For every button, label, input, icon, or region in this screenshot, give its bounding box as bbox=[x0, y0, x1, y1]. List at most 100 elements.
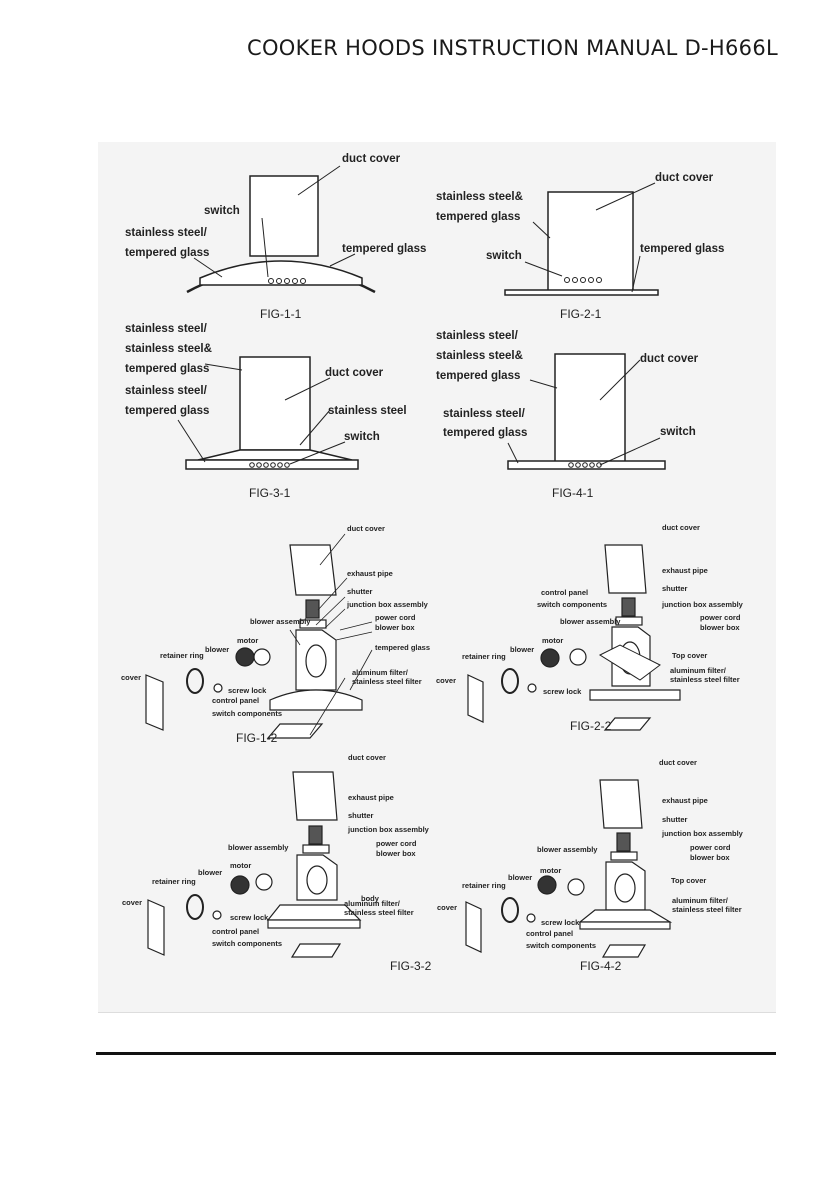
fig-4-1-l4-label: stainless steel/ bbox=[443, 408, 526, 420]
fig-2-2-screw-lock-label: screw lock bbox=[543, 687, 582, 696]
fig-4-2-top-cover-label: Top cover bbox=[671, 876, 706, 885]
fig-3-2-filter1-label: aluminum filter/ bbox=[344, 899, 401, 908]
fig-1-2-caption: FIG-1-2 bbox=[236, 731, 278, 745]
fig-1-2-control-panel-label: control panel bbox=[212, 696, 259, 705]
fig-4-2-duct-cover-label: duct cover bbox=[659, 758, 697, 767]
fig-1-2-exhaust-label: exhaust pipe bbox=[347, 569, 393, 578]
fig-4-2-screw-lock-label: screw lock bbox=[541, 918, 580, 927]
fig-3-2-control-panel-label: control panel bbox=[212, 927, 259, 936]
fig-4-2-blower-box-label: blower box bbox=[690, 853, 730, 862]
fig-3-2-retainer-label: retainer ring bbox=[152, 877, 196, 886]
fig-3-1-switch-label: switch bbox=[344, 431, 380, 443]
fig-2-2-cover-label: cover bbox=[436, 676, 456, 685]
fig-1-2-retainer-label: retainer ring bbox=[160, 651, 204, 660]
fig-3-2-cover-label: cover bbox=[122, 898, 142, 907]
fig-2-1-duct-cover-label: duct cover bbox=[655, 172, 714, 184]
fig-4-2-blower-assembly-label: blower assembly bbox=[537, 845, 598, 854]
fig-4-1-l1-label: stainless steel/ bbox=[436, 330, 519, 342]
fig-2-2-junction-label: junction box assembly bbox=[661, 600, 744, 609]
fig-4-1-l3-label: tempered glass bbox=[436, 370, 520, 382]
fig-4-2-caption: FIG-4-2 bbox=[580, 959, 622, 973]
fig-2-2-blower-box-label: blower box bbox=[700, 623, 740, 632]
fig-4-2-power-cord-label: power cord bbox=[690, 843, 731, 852]
fig-4-1-l5-label: tempered glass bbox=[443, 427, 527, 439]
fig-2-1-switch-label: switch bbox=[486, 250, 522, 262]
fig-3-1-l5-label: tempered glass bbox=[125, 405, 209, 417]
fig-3-2-filter2-label: stainless steel filter bbox=[344, 908, 414, 917]
fig-2-2-blower-label: blower bbox=[510, 645, 534, 654]
fig-2-2-filter1-label: aluminum filter/ bbox=[670, 666, 727, 675]
fig-1-2-duct-cover-label: duct cover bbox=[347, 524, 385, 533]
fig-1-1-caption: FIG-1-1 bbox=[260, 307, 302, 321]
fig-2-2-top-cover-label: Top cover bbox=[672, 651, 707, 660]
fig-4-2-motor-label: motor bbox=[540, 866, 561, 875]
fig-1-2-blower-assembly-label: blower assembly bbox=[250, 617, 311, 626]
fig-3-1-ss-label: stainless steel bbox=[328, 405, 407, 417]
fig-2-1-ss-label: stainless steel& bbox=[436, 191, 523, 203]
fig-1-1-switch-label: switch bbox=[204, 205, 240, 217]
fig-4-2-cover-label: cover bbox=[437, 903, 457, 912]
page-header-title: COOKER HOODS INSTRUCTION MANUAL D-H666L bbox=[247, 36, 778, 60]
fig-4-2-retainer-label: retainer ring bbox=[462, 881, 506, 890]
fig-3-2-blower-label: blower bbox=[198, 868, 222, 877]
fig-1-1-ss-label: stainless steel/ bbox=[125, 227, 208, 239]
fig-3-2-power-cord-label: power cord bbox=[376, 839, 417, 848]
fig-3-2-caption: FIG-3-2 bbox=[390, 959, 432, 973]
fig-3-1-caption: FIG-3-1 bbox=[249, 486, 291, 500]
fig-2-2-blower-assembly-label: blower assembly bbox=[560, 617, 621, 626]
fig-4-2-drawing bbox=[465, 779, 673, 958]
fig-3-2-blower-box-label: blower box bbox=[376, 849, 416, 858]
fig-1-2-switch-components-label: switch components bbox=[212, 709, 282, 718]
fig-1-2-drawing bbox=[145, 533, 373, 739]
fig-2-1-drawing bbox=[504, 182, 659, 296]
fig-1-2-junction-label: junction box assembly bbox=[346, 600, 429, 609]
fig-1-2-filter2-label: stainless steel filter bbox=[352, 677, 422, 686]
fig-1-1-tg-label: tempered glass bbox=[125, 247, 209, 259]
fig-2-1-tg2-label: tempered glass bbox=[640, 243, 724, 255]
fig-3-1-l2-label: stainless steel& bbox=[125, 343, 212, 355]
fig-1-1-tg2-label: tempered glass bbox=[342, 243, 426, 255]
fig-3-1-duct-cover-label: duct cover bbox=[325, 367, 384, 379]
fig-3-2-screw-lock-label: screw lock bbox=[230, 913, 269, 922]
figure-panel bbox=[98, 142, 776, 1013]
fig-4-2-shutter-label: shutter bbox=[662, 815, 688, 824]
footer-rule bbox=[96, 1052, 776, 1055]
fig-3-2-duct-cover-label: duct cover bbox=[348, 753, 386, 762]
fig-3-2-body-label: body bbox=[361, 894, 380, 903]
fig-3-2-drawing bbox=[147, 771, 362, 958]
fig-2-2-control-panel-label: control panel bbox=[541, 588, 588, 597]
fig-3-2-exhaust-label: exhaust pipe bbox=[348, 793, 394, 802]
fig-4-2-filter1-label: aluminum filter/ bbox=[672, 896, 729, 905]
fig-4-1-l2-label: stainless steel& bbox=[436, 350, 523, 362]
fig-2-1-tg-label: tempered glass bbox=[436, 211, 520, 223]
fig-4-2-exhaust-label: exhaust pipe bbox=[662, 796, 708, 805]
fig-2-2-power-cord-label: power cord bbox=[700, 613, 741, 622]
fig-4-2-blower-label: blower bbox=[508, 873, 532, 882]
fig-3-1-l3-label: tempered glass bbox=[125, 363, 209, 375]
fig-4-1-caption: FIG-4-1 bbox=[552, 486, 594, 500]
fig-4-2-switch-components-label: switch components bbox=[526, 941, 596, 950]
fig-4-2-control-panel-label: control panel bbox=[526, 929, 573, 938]
fig-2-2-motor-label: motor bbox=[542, 636, 563, 645]
fig-3-1-l1-label: stainless steel/ bbox=[125, 323, 208, 335]
fig-3-1-l4-label: stainless steel/ bbox=[125, 385, 208, 397]
fig-1-1-drawing bbox=[186, 165, 376, 294]
fig-2-1-caption: FIG-2-1 bbox=[560, 307, 602, 321]
fig-1-2-screw-lock-label: screw lock bbox=[228, 686, 267, 695]
fig-3-2-shutter-label: shutter bbox=[348, 811, 374, 820]
fig-4-1-switch-label: switch bbox=[660, 426, 696, 438]
fig-2-2-caption: FIG-2-2 bbox=[570, 719, 612, 733]
fig-4-2-junction-label: junction box assembly bbox=[661, 829, 744, 838]
fig-2-2-switch-components-label: switch components bbox=[537, 600, 607, 609]
fig-4-1-duct-cover-label: duct cover bbox=[640, 353, 699, 365]
fig-2-2-exhaust-label: exhaust pipe bbox=[662, 566, 708, 575]
fig-2-2-drawing bbox=[467, 544, 681, 731]
fig-3-2-switch-components-label: switch components bbox=[212, 939, 282, 948]
fig-2-2-filter2-label: stainless steel filter bbox=[670, 675, 740, 684]
fig-1-2-shutter-label: shutter bbox=[347, 587, 373, 596]
fig-1-2-blower-box-label: blower box bbox=[375, 623, 415, 632]
fig-1-2-tempered-glass-label: tempered glass bbox=[375, 643, 430, 652]
fig-1-2-power-cord-label: power cord bbox=[375, 613, 416, 622]
fig-1-1-duct-cover-label: duct cover bbox=[342, 153, 401, 165]
